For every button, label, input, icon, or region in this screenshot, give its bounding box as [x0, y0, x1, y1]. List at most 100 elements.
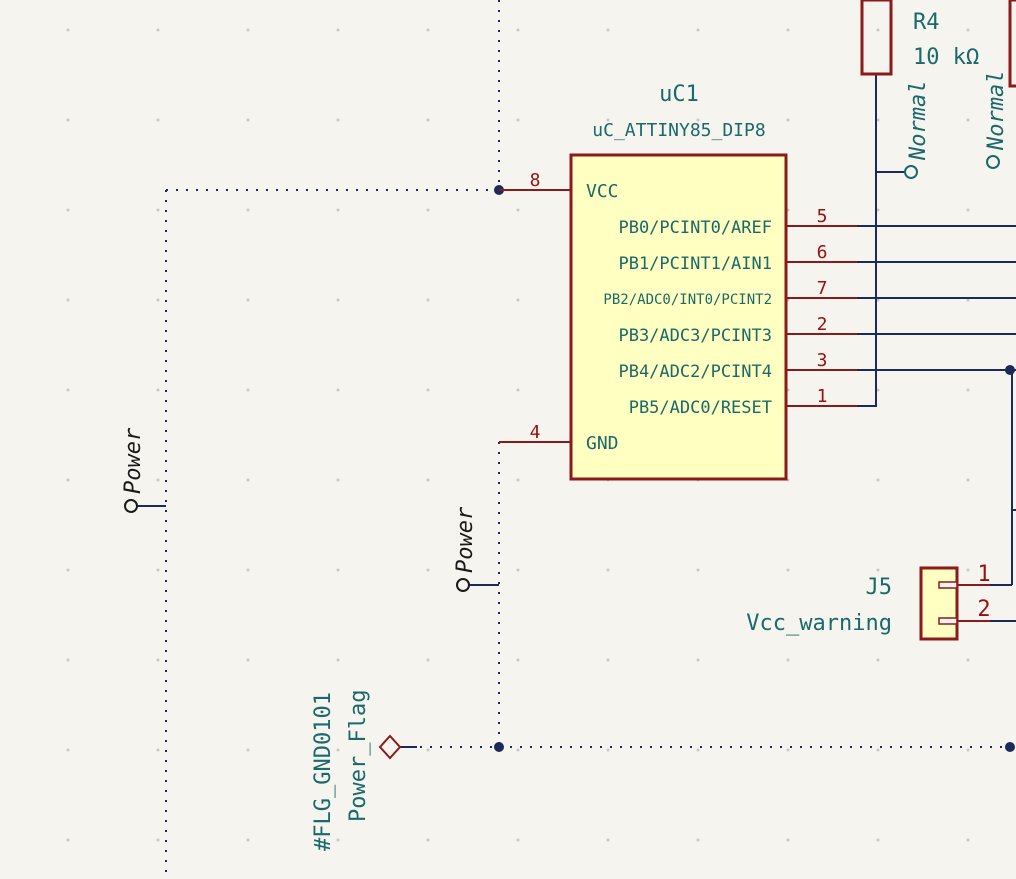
grid-dot — [246, 658, 250, 662]
pin-number-pb1: 6 — [817, 242, 828, 263]
grid-dot — [336, 478, 340, 482]
grid-dot — [966, 748, 970, 752]
resistor-r4[interactable]: R4 10 kΩ — [860, 0, 979, 76]
grid-dot — [156, 208, 160, 212]
pin-name-pb5: PB5/ADC0/RESET — [629, 398, 772, 418]
junction-dot[interactable] — [1005, 365, 1015, 375]
grid-dot — [876, 298, 880, 302]
pin-name-pb1: PB1/PCINT1/AIN1 — [618, 254, 772, 274]
connector-pin-2-mark — [938, 617, 958, 625]
grid-dot — [66, 118, 70, 122]
grid-dot — [246, 118, 250, 122]
grid-dot — [426, 208, 430, 212]
grid-dot — [426, 748, 430, 752]
resistor-value: 10 kΩ — [913, 45, 979, 70]
grid-dot — [696, 118, 700, 122]
grid-dot — [966, 388, 970, 392]
grid-dot — [876, 568, 880, 572]
grid-dot — [876, 28, 880, 32]
grid-dot — [786, 118, 790, 122]
pin-number-pb5: 1 — [817, 386, 828, 407]
connector-j5[interactable]: 1 2 J5 Vcc_warning — [746, 562, 991, 641]
grid-dot — [66, 388, 70, 392]
grid-dot — [156, 838, 160, 842]
normal-symbol-circle — [904, 165, 918, 179]
pin-name-pb2: PB2/ADC0/INT0/PCINT2 — [603, 292, 772, 308]
junction-dot[interactable] — [1005, 742, 1015, 752]
pin-number-pb0: 5 — [817, 206, 828, 227]
grid-dot — [876, 118, 880, 122]
grid-dot — [336, 208, 340, 212]
grid-dot — [696, 748, 700, 752]
grid-dot — [246, 568, 250, 572]
connector-reference: J5 — [866, 575, 893, 600]
grid-dot — [516, 118, 520, 122]
grid-dot — [966, 568, 970, 572]
pin-name-gnd: GND — [586, 433, 619, 454]
grid-dot — [966, 838, 970, 842]
grid-dot — [606, 748, 610, 752]
normal-symbol-label: Normal — [906, 81, 931, 161]
grid-dot — [516, 838, 520, 842]
ic-uc1[interactable]: uC1 uC_ATTINY85_DIP8 VCC 8 GND 4 PB0/PCI… — [499, 82, 857, 481]
resistor-body[interactable] — [860, 0, 893, 76]
grid-dot — [966, 478, 970, 482]
grid-dot — [696, 838, 700, 842]
grid-dot — [516, 388, 520, 392]
power-symbol-label: Power — [121, 427, 146, 494]
normal-symbol-label: Normal — [984, 71, 1009, 151]
grid-dot — [246, 748, 250, 752]
power-symbol-1[interactable]: Power — [121, 427, 146, 513]
normal-symbol-1[interactable]: Normal — [904, 81, 931, 179]
grid-dot — [246, 838, 250, 842]
power-flag[interactable]: #FLG_GND0101 Power_Flag — [311, 690, 402, 851]
grid-dot — [426, 28, 430, 32]
wire-reset-to-r4[interactable] — [857, 75, 877, 407]
grid-dot — [876, 658, 880, 662]
power-symbol-circle — [124, 499, 138, 513]
grid-dot — [66, 28, 70, 32]
power-flag-value: Power_Flag — [346, 690, 371, 822]
junction-dot[interactable] — [494, 742, 504, 752]
grid-dot — [246, 28, 250, 32]
grid-dot — [696, 28, 700, 32]
ic-body[interactable] — [569, 153, 788, 481]
grid-dot — [156, 298, 160, 302]
grid-dot — [66, 658, 70, 662]
pin-number-gnd: 4 — [530, 422, 541, 443]
grid-dot — [606, 658, 610, 662]
grid-dot — [336, 118, 340, 122]
pin-number-pb2: 7 — [817, 278, 828, 299]
ground-net — [410, 442, 1016, 748]
grid-dot — [336, 28, 340, 32]
grid-dot — [426, 838, 430, 842]
connector-body[interactable] — [919, 566, 959, 641]
pin-number-pb3: 2 — [817, 314, 828, 335]
resistor-reference: R4 — [913, 10, 940, 35]
grid-dot — [696, 658, 700, 662]
grid-dot — [246, 388, 250, 392]
offscreen-part-edge[interactable] — [1008, 0, 1016, 88]
power-flag-reference: #FLG_GND0101 — [311, 692, 336, 851]
grid-dot — [966, 658, 970, 662]
grid-dot — [516, 748, 520, 752]
normal-symbol-2[interactable]: Normal — [984, 71, 1009, 169]
grid-dot — [246, 478, 250, 482]
grid-dot — [786, 748, 790, 752]
pin-name-pb3: PB3/ADC3/PCINT3 — [618, 326, 772, 346]
pin-name-vcc: VCC — [586, 181, 619, 202]
grid-dot — [336, 748, 340, 752]
grid-dot — [156, 478, 160, 482]
grid-dot — [426, 388, 430, 392]
grid-dot — [336, 838, 340, 842]
grid-dot — [786, 838, 790, 842]
grid-dot — [876, 208, 880, 212]
grid-dot — [876, 388, 880, 392]
normal-symbol-circle — [986, 155, 1000, 169]
pin-name-pb0: PB0/PCINT0/AREF — [618, 218, 772, 238]
grid-dot — [426, 568, 430, 572]
grid-dot — [516, 298, 520, 302]
grid-dot — [66, 838, 70, 842]
power-symbol-2[interactable]: Power — [453, 506, 478, 592]
